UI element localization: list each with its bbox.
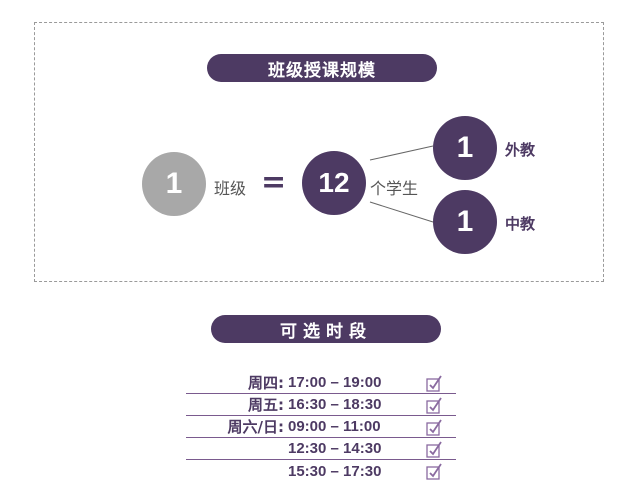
class-label: 班级 bbox=[214, 179, 247, 198]
schedule-list: 周四: 17:00 – 19:00 周五: 16:30 – 18:30 周六/日… bbox=[186, 372, 456, 482]
schedule-time: 12:30 – 14:30 bbox=[288, 440, 382, 457]
foreign-teacher-label: 外教 bbox=[505, 141, 536, 159]
student-label: 个学生 bbox=[370, 179, 419, 198]
class-scale-title: 班级授课规模 bbox=[207, 54, 437, 82]
checkbox-checked-icon bbox=[422, 418, 446, 436]
schedule-time: 09:00 – 11:00 bbox=[288, 418, 381, 435]
student-count-circle: 12 bbox=[302, 151, 366, 215]
schedule-row: 12:30 – 14:30 bbox=[186, 438, 456, 460]
schedule-day: 周五: bbox=[248, 396, 284, 414]
chinese-teacher-label: 中教 bbox=[505, 215, 536, 233]
schedule-day: 周六/日: bbox=[227, 418, 284, 436]
schedule-row: 15:30 – 17:30 bbox=[186, 460, 456, 482]
schedule-day: 周四: bbox=[248, 374, 284, 392]
checkbox-checked-icon bbox=[422, 462, 446, 480]
schedule-row: 周五: 16:30 – 18:30 bbox=[186, 394, 456, 416]
schedule-time: 16:30 – 18:30 bbox=[288, 396, 382, 413]
schedule-row: 周六/日: 09:00 – 11:00 bbox=[186, 416, 456, 438]
schedule-time: 15:30 – 17:30 bbox=[288, 462, 382, 480]
time-slots-title: 可选时段 bbox=[211, 315, 441, 343]
equals-sign: = bbox=[261, 165, 287, 200]
foreign-teacher-count-circle: 1 bbox=[433, 116, 497, 180]
checkbox-checked-icon bbox=[422, 374, 446, 392]
checkbox-checked-icon bbox=[422, 440, 446, 458]
class-scale-panel bbox=[34, 22, 604, 282]
schedule-row: 周四: 17:00 – 19:00 bbox=[186, 372, 456, 394]
checkbox-checked-icon bbox=[422, 396, 446, 414]
class-count-circle: 1 bbox=[142, 152, 206, 216]
chinese-teacher-count-circle: 1 bbox=[433, 190, 497, 254]
schedule-time: 17:00 – 19:00 bbox=[288, 374, 382, 391]
